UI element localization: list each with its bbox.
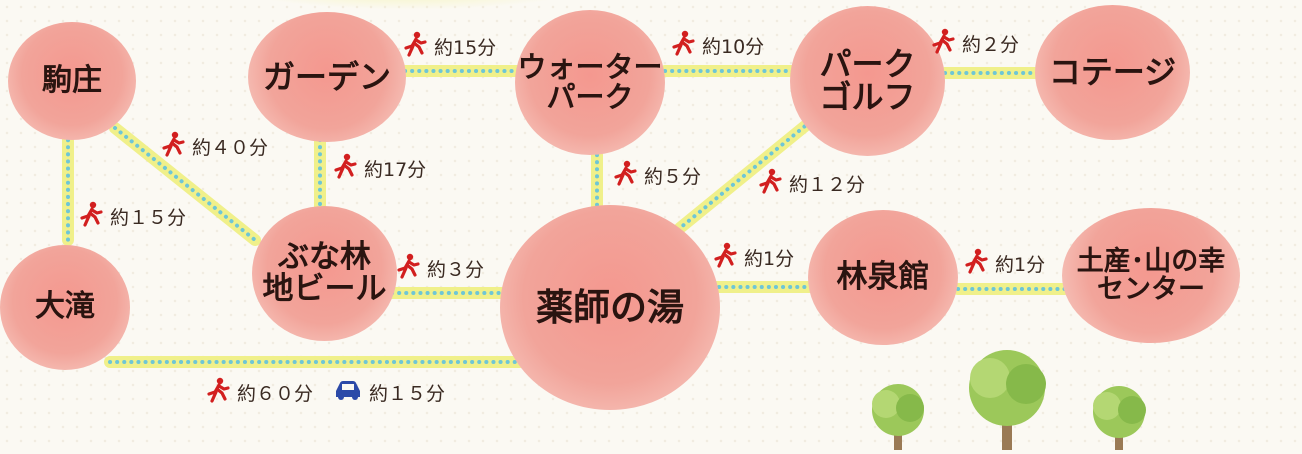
route-label-golf-cottage: 約２分: [930, 28, 1019, 59]
route-time: 約２分: [962, 34, 1020, 56]
route-time: 約１５分: [110, 207, 187, 229]
node-garden: ガーデン: [248, 12, 406, 142]
background-highlight: [230, 0, 590, 10]
route-label-water-yakushi: 約５分: [612, 160, 701, 191]
route-time-car: 約１５分: [369, 383, 446, 405]
tree-icon: [858, 378, 938, 454]
route-label-komasho-ootaki: 約１５分: [78, 201, 186, 232]
walking-person-icon: [670, 30, 696, 61]
route-time-walk: 約６０分: [237, 383, 314, 405]
walking-person-icon: [402, 31, 428, 62]
route-time: 約17分: [364, 159, 427, 181]
route-label-water-golf: 約10分: [670, 30, 764, 61]
route-time: 約１２分: [789, 174, 866, 196]
route-label-rinsen-dosan: 約1分: [963, 248, 1045, 279]
route-time: 約15分: [434, 37, 497, 59]
node-rinsenkan: 林泉館: [808, 210, 958, 345]
route-time: 約４０分: [192, 137, 269, 159]
walking-person-icon: [160, 131, 186, 162]
walking-person-icon: [963, 248, 989, 279]
tree-icon: [1078, 380, 1160, 454]
node-water-park: ウォーター パーク: [515, 10, 665, 155]
walking-person-icon: [78, 201, 104, 232]
walking-person-icon: [205, 377, 231, 408]
route-label-golf-yakushi: 約１２分: [757, 168, 865, 199]
route-time: 約３分: [427, 259, 485, 281]
node-yakushi: 薬師の湯: [500, 205, 720, 410]
route-label-garden-water: 約15分: [402, 31, 496, 62]
route-time: 約５分: [644, 166, 702, 188]
walking-person-icon: [395, 253, 421, 284]
route-time: 約1分: [744, 248, 795, 270]
walking-person-icon: [757, 168, 783, 199]
route-time: 約10分: [702, 36, 765, 58]
node-ootaki: 大滝: [0, 245, 130, 370]
walking-person-icon: [712, 242, 738, 273]
node-buna-beer: ぶな林 地ビール: [252, 206, 397, 341]
node-park-golf: パーク ゴルフ: [790, 6, 945, 156]
route-time: 約1分: [995, 254, 1046, 276]
route-label-yakushi-rinsen: 約1分: [712, 242, 794, 273]
node-komasho: 駒庄: [8, 22, 136, 140]
walking-person-icon: [612, 160, 638, 191]
route-label-ootaki-yakushi: 約６０分 約１５分: [205, 377, 445, 408]
node-cottage: コテージ: [1035, 5, 1190, 140]
tree-icon: [952, 340, 1062, 454]
route-path-group: [62, 65, 1071, 368]
route-label-garden-buna: 約17分: [332, 153, 426, 184]
walking-person-icon: [930, 28, 956, 59]
route-label-buna-yakushi: 約３分: [395, 253, 484, 284]
car-icon: [333, 379, 363, 406]
route-label-komasho-buna: 約４０分: [160, 131, 268, 162]
node-dosan: 土産･山の幸 センター: [1062, 208, 1240, 343]
walking-person-icon: [332, 153, 358, 184]
